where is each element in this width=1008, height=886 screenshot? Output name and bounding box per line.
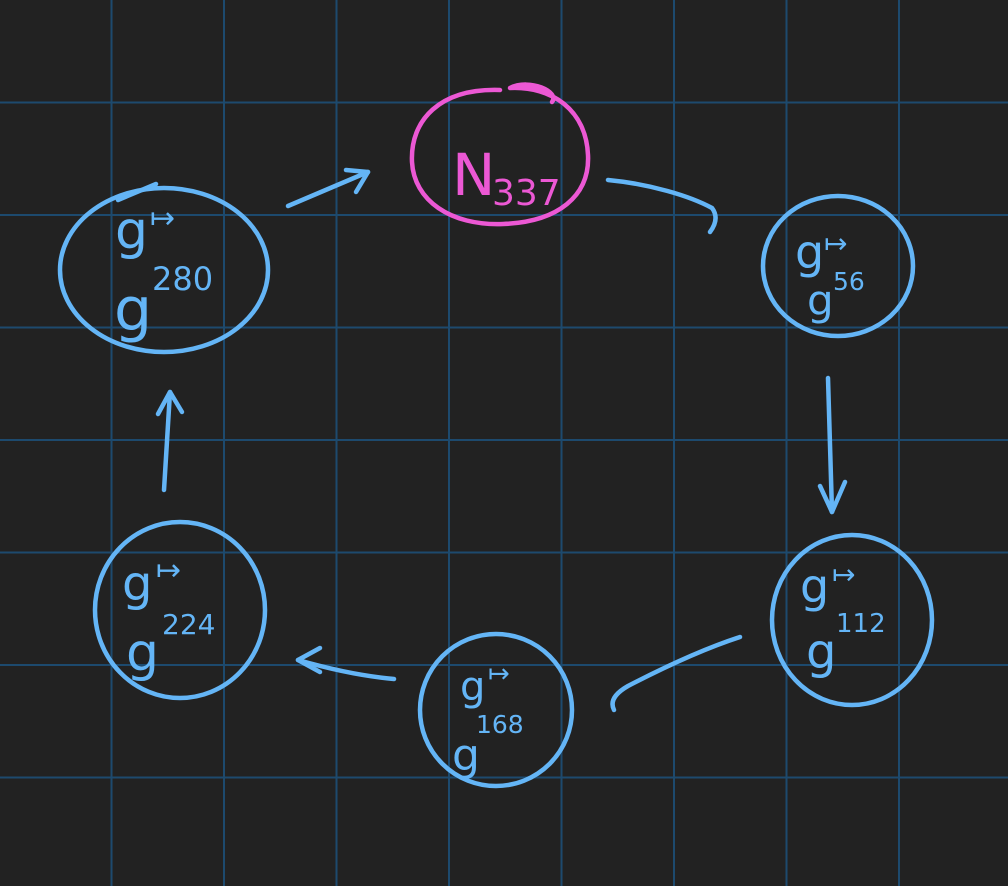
node-g224-base: g xyxy=(122,556,152,612)
node-g112-mapsto: ↦ xyxy=(832,558,855,591)
node-g112-circle xyxy=(769,532,935,708)
edge-g224-to-g280 xyxy=(155,389,185,493)
node-g112-base: g xyxy=(800,559,829,613)
node-g224-mapsto: ↦ xyxy=(156,553,181,588)
node-g168-circle xyxy=(417,631,575,789)
node-g224: g ↦ g 224 xyxy=(92,519,268,701)
node-g280-mapsto: ↦ xyxy=(150,201,175,236)
center-node: N 337 xyxy=(409,82,591,227)
node-g56-base: g xyxy=(795,225,824,279)
node-g168-power: 168 xyxy=(476,710,524,739)
node-g224-base-power: g xyxy=(126,623,159,683)
node-g224-power: 224 xyxy=(162,608,215,641)
node-g56-power: 56 xyxy=(833,267,865,296)
node-g280-base-power: g xyxy=(114,275,152,345)
node-g56-mapsto: ↦ xyxy=(824,227,847,260)
node-g168-mapsto: ↦ xyxy=(488,659,510,689)
node-g168-base: g xyxy=(460,664,485,710)
node-g112: g ↦ g 112 xyxy=(769,532,935,708)
node-g224-circle xyxy=(92,519,268,701)
edge-center-to-g56 xyxy=(605,177,718,235)
edge-g280-to-center xyxy=(285,167,371,209)
center-node-subscript: 337 xyxy=(492,173,561,214)
edge-g112-to-g168 xyxy=(610,634,743,713)
node-g280-circle xyxy=(57,185,271,355)
node-g168-base-power: g xyxy=(452,730,480,781)
edge-g168-to-g224 xyxy=(295,645,397,682)
node-g168: g ↦ g 168 xyxy=(417,631,575,789)
node-g56-circle xyxy=(760,193,916,339)
node-g56-base-power: g xyxy=(807,276,834,325)
node-g56: g ↦ g 56 xyxy=(760,193,916,339)
center-node-circle xyxy=(409,82,591,227)
edge-g56-to-g112 xyxy=(817,375,848,515)
center-node-base: N xyxy=(452,141,495,209)
node-g280-base: g xyxy=(115,201,148,261)
node-g112-power: 112 xyxy=(836,609,886,639)
node-g280: g ↦ g 280 xyxy=(57,181,271,355)
node-g280-stroke xyxy=(115,181,159,203)
node-g112-base-power: g xyxy=(806,624,836,680)
node-g280-power: 280 xyxy=(152,260,213,298)
